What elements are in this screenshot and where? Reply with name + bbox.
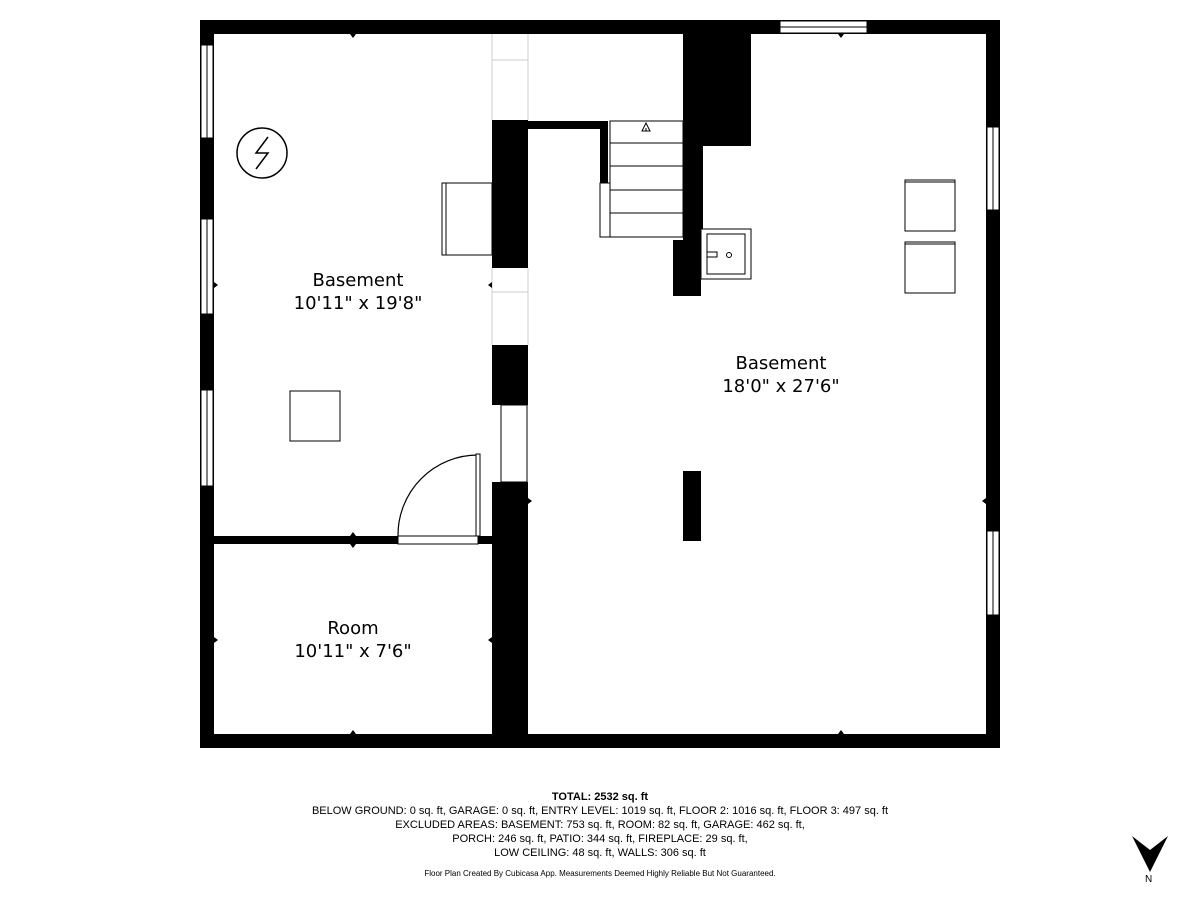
electric-panel-icon: [236, 127, 288, 179]
area-line: PORCH: 246 sq. ft, PATIO: 344 sq. ft, FI…: [452, 833, 748, 845]
room-dimensions: 10'11" x 7'6": [294, 641, 411, 662]
room-name: Basement: [736, 353, 827, 374]
dimension-markers: [214, 34, 986, 734]
north-arrow-icon: [1132, 836, 1168, 872]
total-area: TOTAL: 2532 sq. ft: [551, 791, 649, 803]
sink-icon: [700, 228, 752, 280]
room-label-basement-left: Basement 10'11" x 19'8": [294, 270, 423, 314]
floor-plan: Basement 10'11" x 19'8" Basement 18'0" x…: [200, 20, 1000, 748]
counter: [441, 182, 493, 256]
interior-walls: [214, 34, 751, 736]
room-label-room: Room 10'11" x 7'6": [294, 618, 411, 662]
openings: [491, 34, 529, 483]
washer-dryer: [904, 179, 956, 294]
room-label-basement-right: Basement 18'0" x 27'6": [722, 353, 839, 397]
furnace-box: [289, 390, 341, 442]
door: [397, 453, 481, 545]
compass-letter: N: [1145, 874, 1153, 885]
room-name: Room: [327, 618, 378, 639]
room-dimensions: 18'0" x 27'6": [722, 376, 839, 397]
area-line: EXCLUDED AREAS: BASEMENT: 753 sq. ft, RO…: [395, 819, 805, 831]
credit-text: Floor Plan Created By Cubicasa App. Meas…: [424, 869, 776, 878]
room-dimensions: 10'11" x 19'8": [294, 293, 423, 314]
area-line: BELOW GROUND: 0 sq. ft, GARAGE: 0 sq. ft…: [311, 805, 889, 817]
room-name: Basement: [313, 270, 404, 291]
windows: [200, 20, 1000, 616]
area-line: LOW CEILING: 48 sq. ft, WALLS: 306 sq. f…: [494, 847, 706, 859]
stairs: [599, 120, 684, 238]
